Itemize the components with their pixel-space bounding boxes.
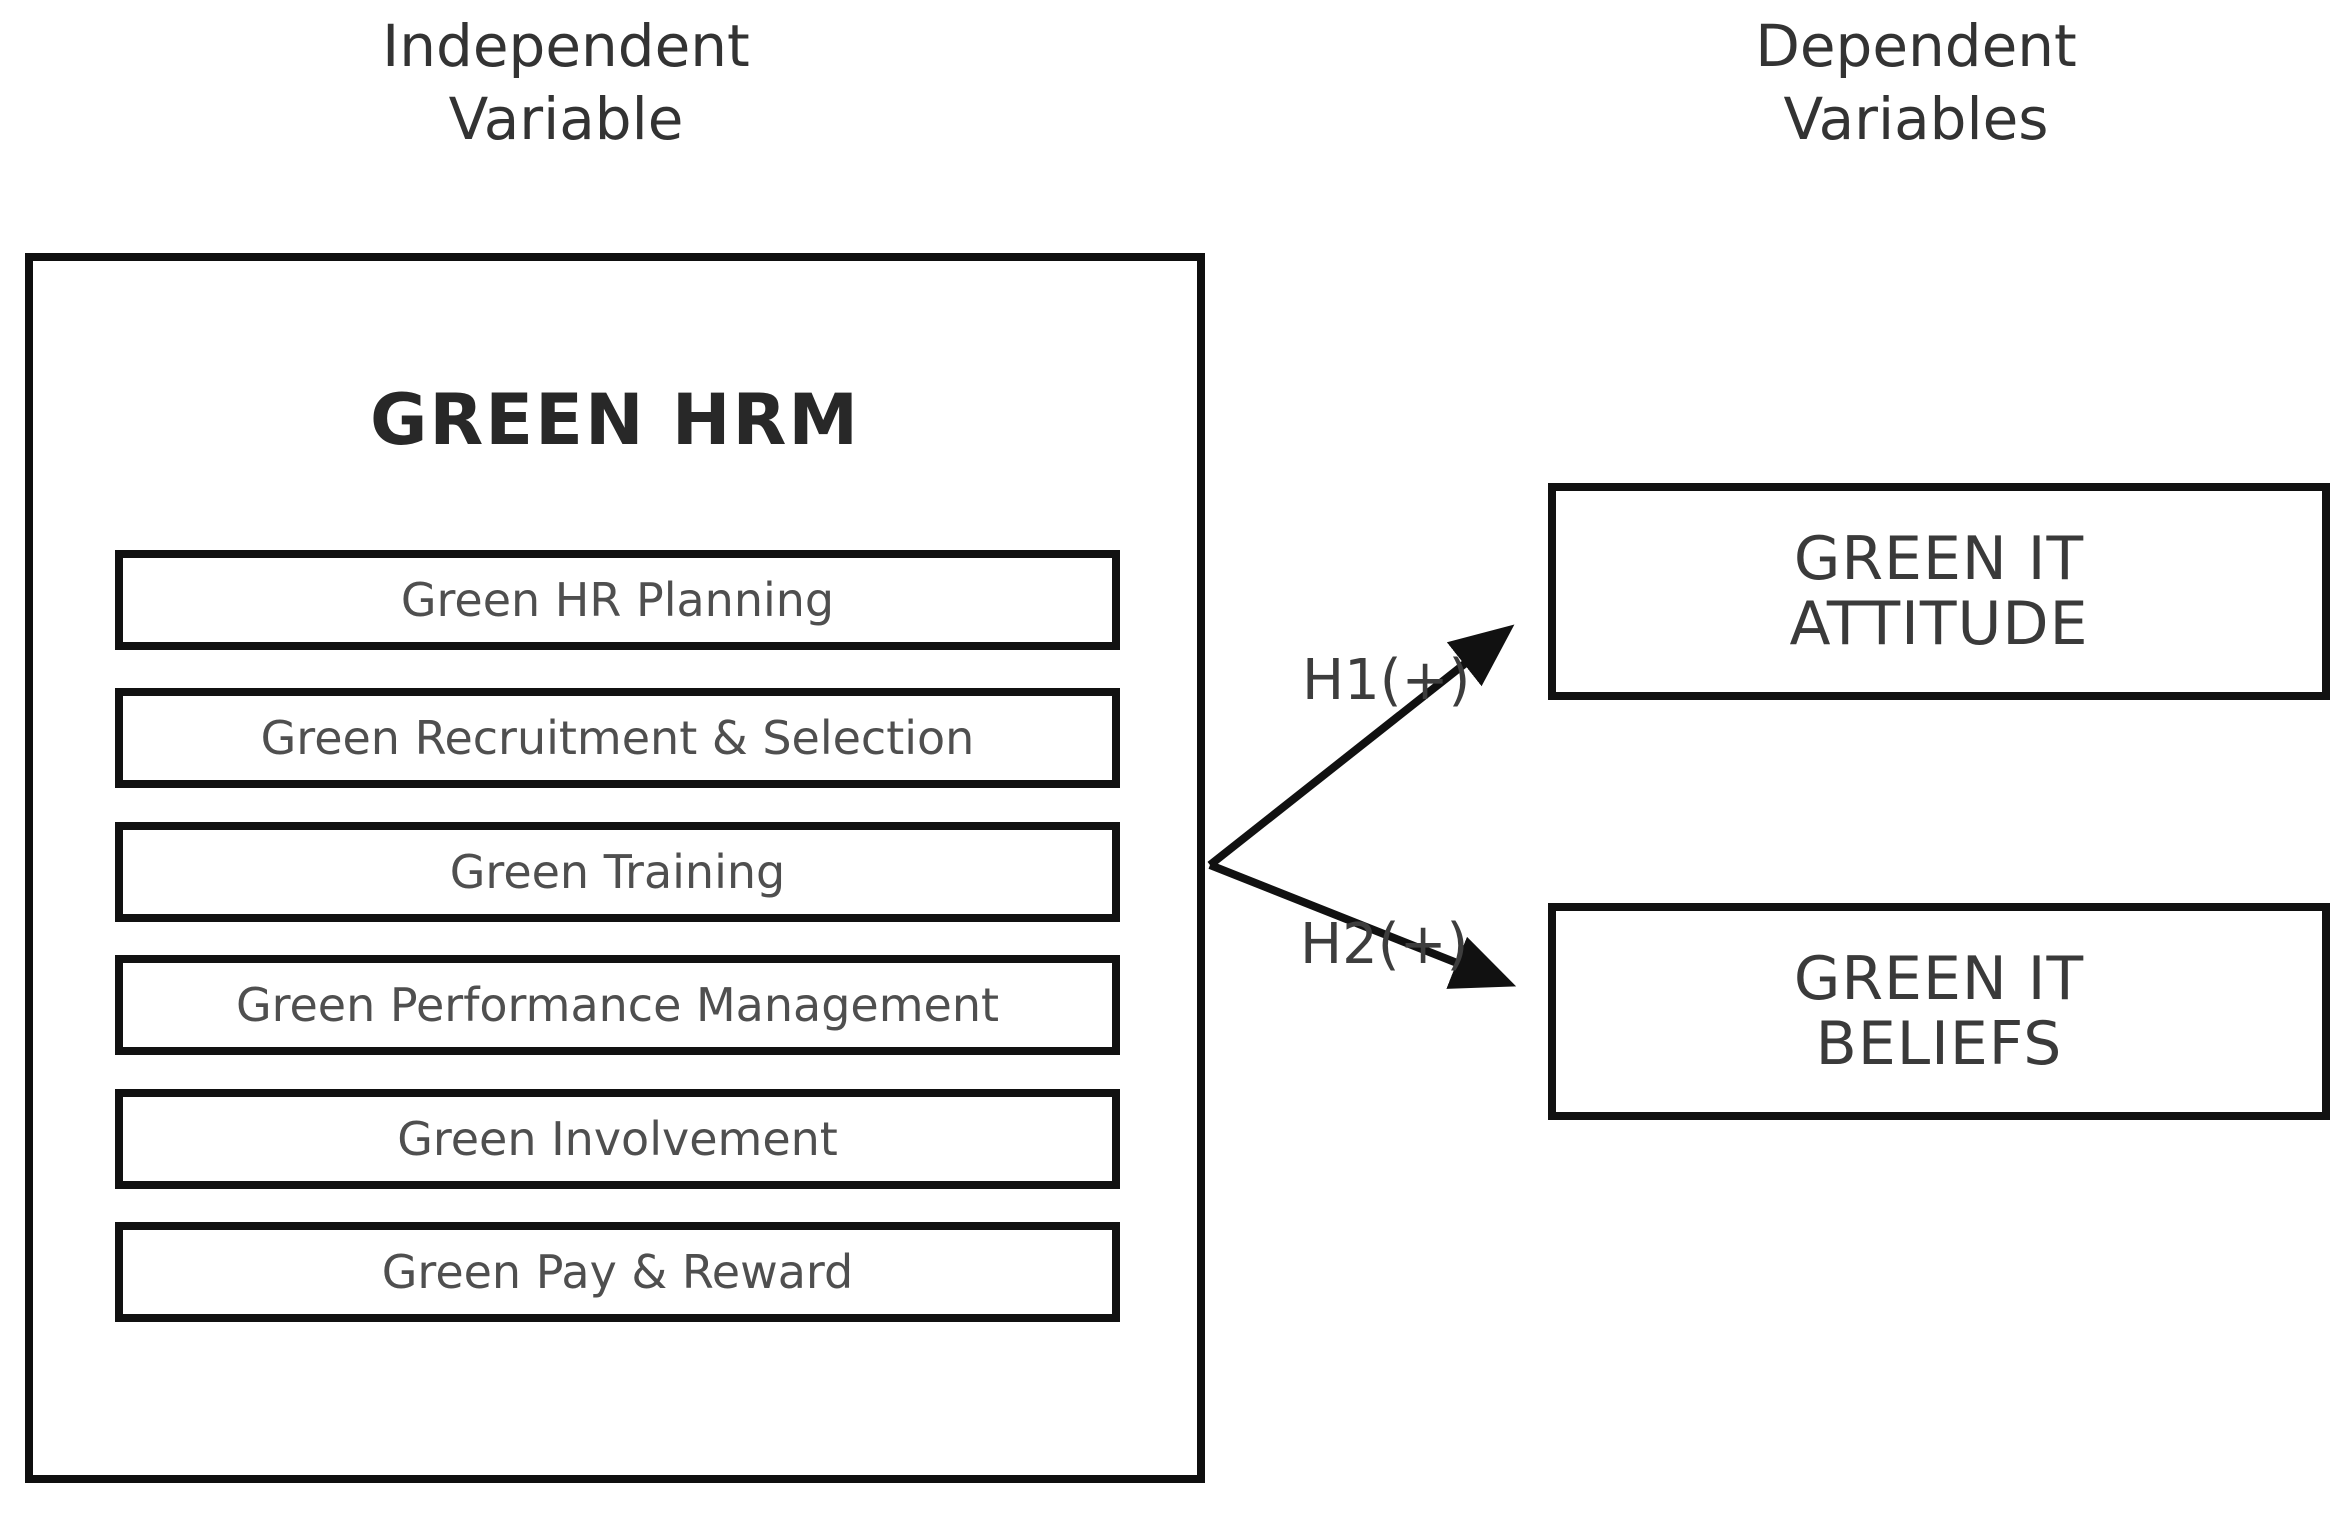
green-hrm-title: GREEN HRM	[369, 379, 861, 461]
green-hrm-box: GREEN HRM Green HR Planning Green Recrui…	[25, 253, 1205, 1483]
green-it-attitude-line2: ATTITUDE	[1789, 588, 2089, 659]
green-it-beliefs-line2: BELIEFS	[1815, 1008, 2063, 1079]
practice-box-green-pay-reward: Green Pay & Reward	[115, 1222, 1120, 1322]
column-header-dependent: Dependent Variables	[1666, 10, 2166, 155]
practice-box-green-recruitment-selection: Green Recruitment & Selection	[115, 688, 1120, 788]
dependent-header-line1: Dependent	[1755, 12, 2077, 80]
independent-header-line1: Independent	[382, 12, 750, 80]
green-it-attitude-line1: GREEN IT	[1793, 523, 2085, 594]
dependent-header-line2: Variables	[1783, 84, 2049, 153]
h2-label: H2(+)	[1300, 912, 1469, 977]
green-it-beliefs-line1: GREEN IT	[1793, 943, 2085, 1014]
h1-label: H1(+)	[1302, 648, 1471, 713]
practice-box-green-involvement: Green Involvement	[115, 1089, 1120, 1189]
column-header-independent: Independent Variable	[316, 10, 816, 155]
practice-box-green-hr-planning: Green HR Planning	[115, 550, 1120, 650]
practice-box-green-training: Green Training	[115, 822, 1120, 922]
green-it-attitude-box: GREEN IT ATTITUDE	[1548, 483, 2330, 700]
practice-box-green-performance-management: Green Performance Management	[115, 955, 1120, 1055]
independent-header-line2: Variable	[448, 84, 684, 153]
green-it-beliefs-box: GREEN IT BELIEFS	[1548, 903, 2330, 1120]
